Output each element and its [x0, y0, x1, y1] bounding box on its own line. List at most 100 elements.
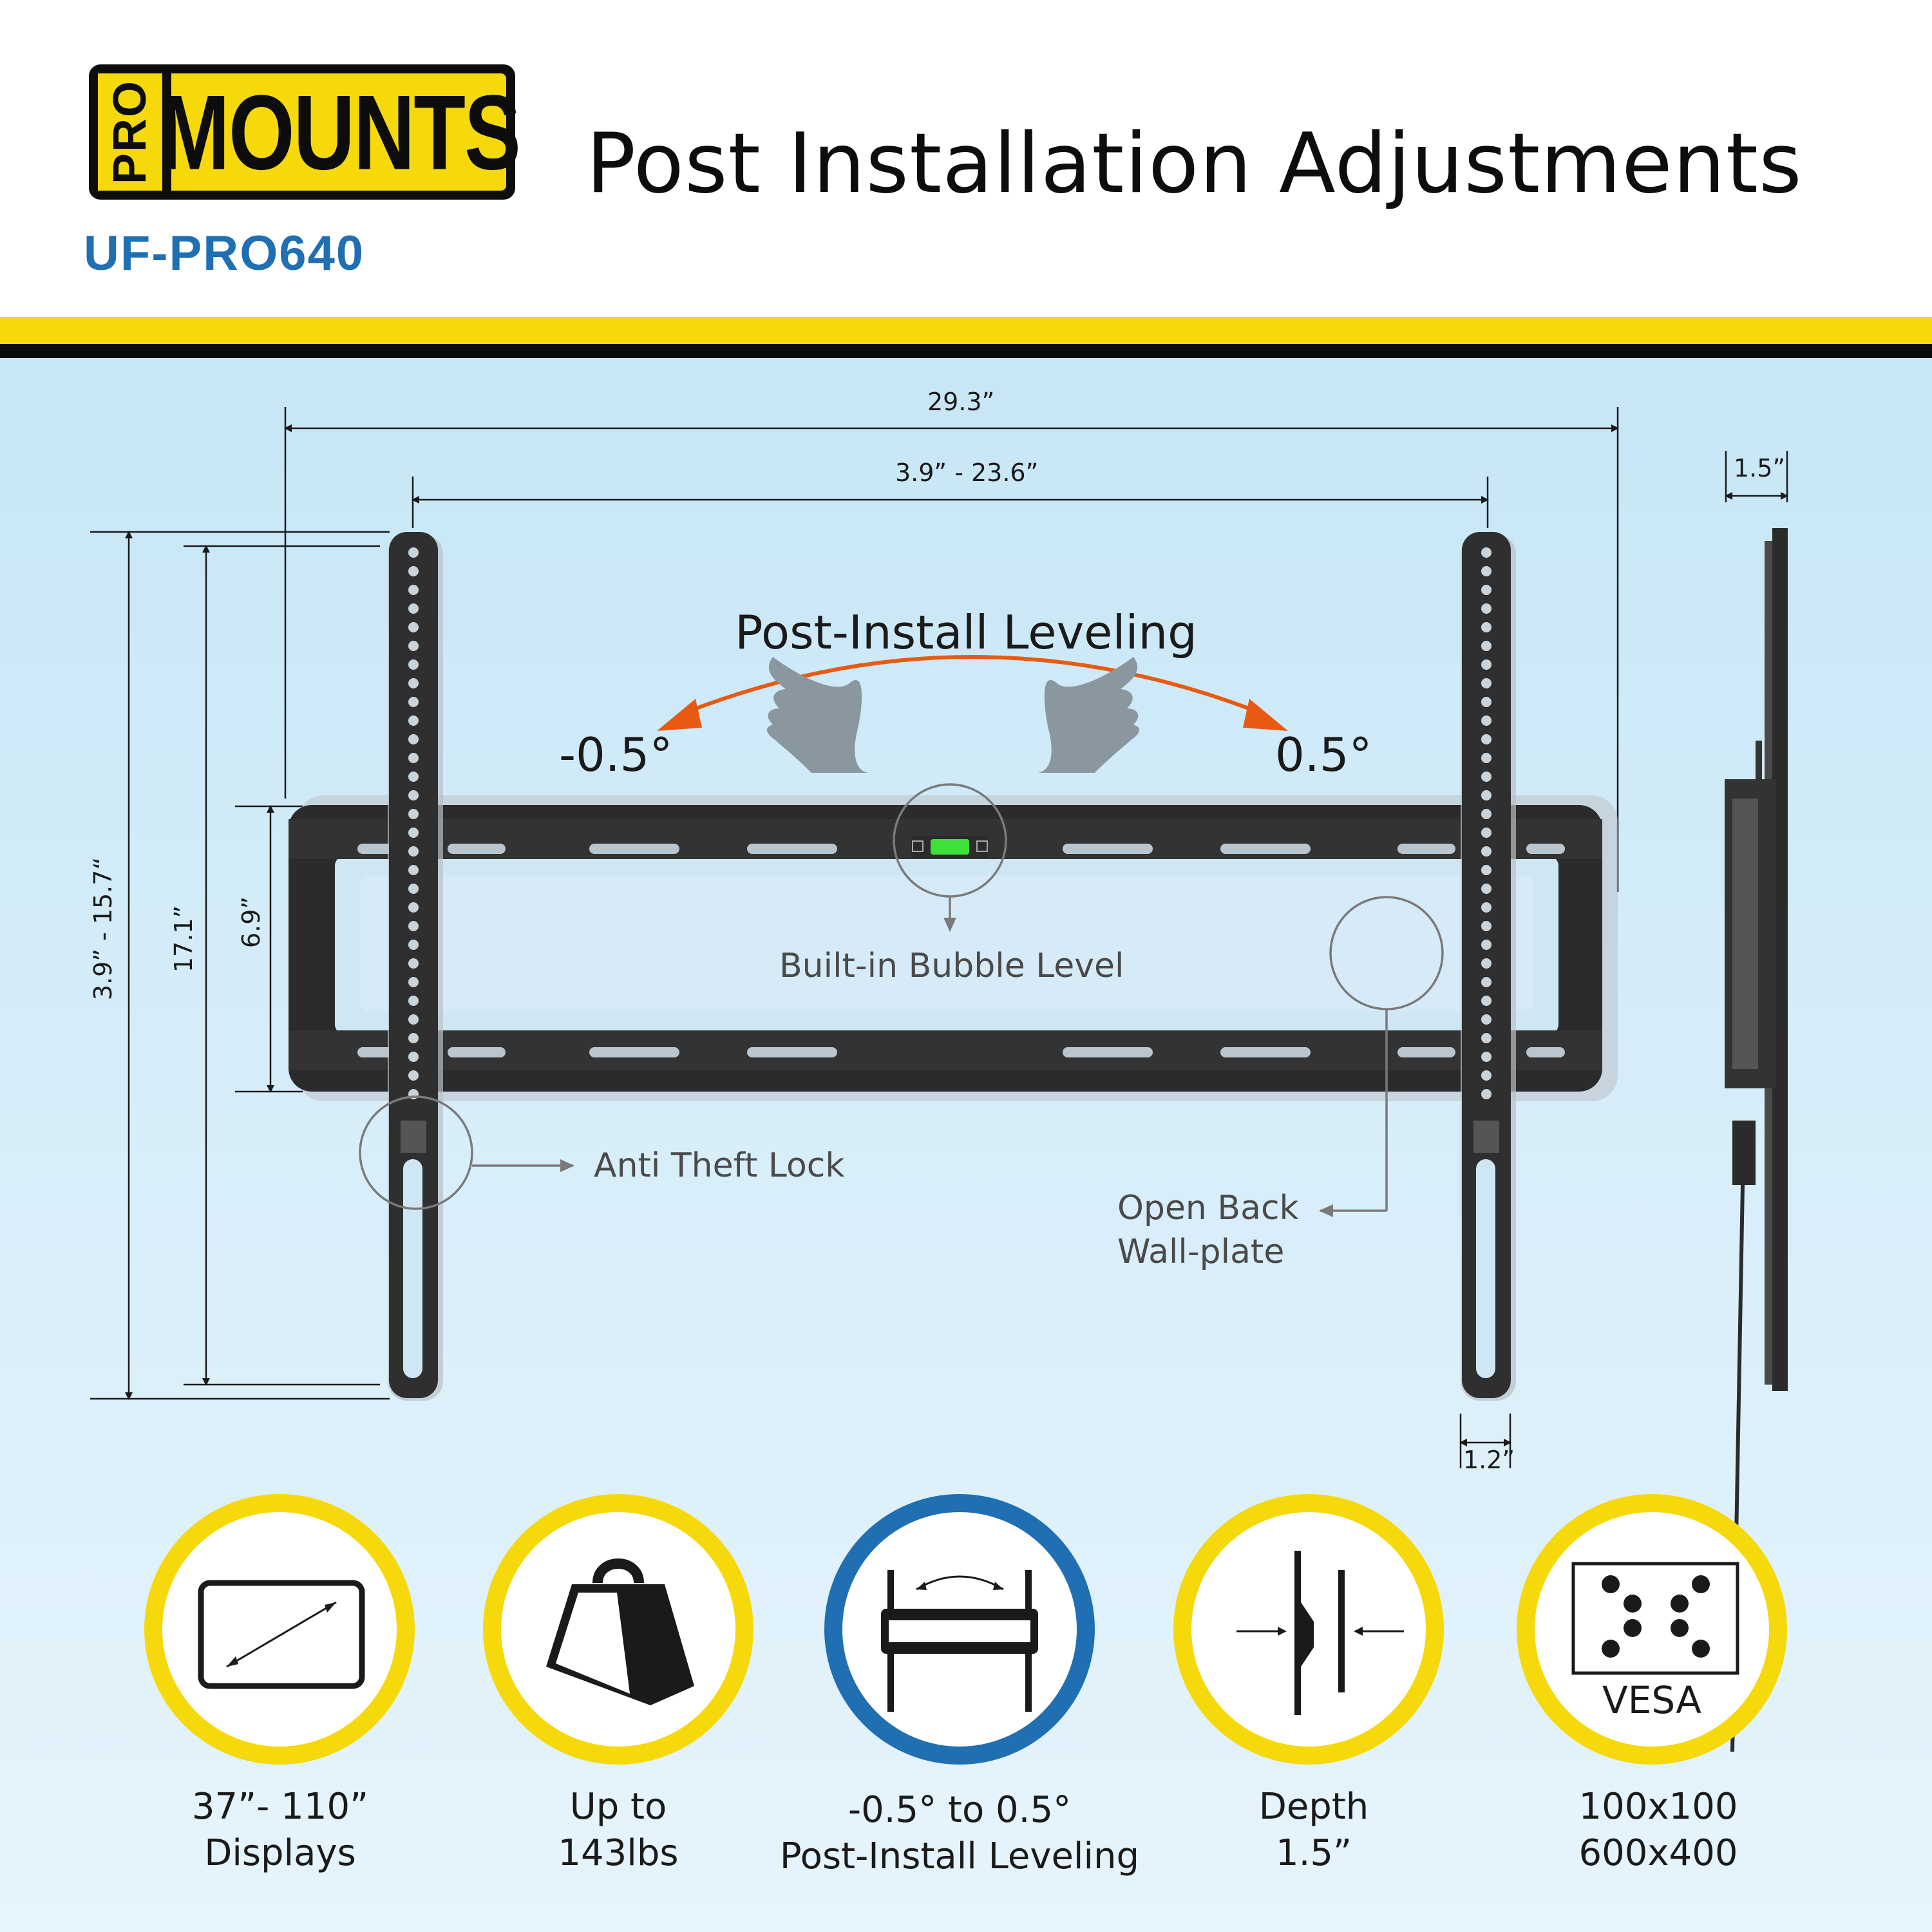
caption-line2: 600x400: [1578, 1832, 1738, 1874]
feature-vesa-inner: VESA: [1535, 1512, 1769, 1747]
arm-hole: [1481, 772, 1492, 782]
feature-caption-display: 37”- 110” Displays: [113, 1784, 448, 1877]
feature-leveling-inner: [842, 1512, 1077, 1747]
arm-hole: [1481, 1033, 1492, 1043]
arm-hole: [1481, 641, 1492, 651]
leveling-arc: [678, 655, 1267, 717]
vesa-badge-text: VESA: [1602, 1678, 1701, 1722]
feature-caption-vesa: 100x100 600x400: [1491, 1784, 1826, 1877]
arm-hole: [1481, 940, 1492, 950]
hand-right-icon: [1037, 657, 1140, 773]
arm-hole: [408, 547, 419, 558]
feature-weight-inner: [501, 1512, 735, 1747]
dim-wallplate-height: 6.9”: [237, 896, 265, 949]
caption-line1: 37”- 110”: [191, 1786, 369, 1828]
arm-hole: [1481, 734, 1492, 744]
feature-weight: [483, 1494, 753, 1765]
open-back-label-2: Wall-plate: [1117, 1233, 1285, 1271]
dim-arm-spacing: 3.9” - 23.6”: [895, 459, 1039, 487]
dim-vertical-range: 3.9” - 15.7“: [89, 857, 117, 1001]
logo-inner: PRO MOUNTS: [98, 73, 521, 191]
arm-hole: [1481, 603, 1492, 614]
arm-hole: [408, 940, 419, 950]
arm-hole: [408, 622, 419, 632]
caption-line1: Up to: [569, 1786, 667, 1828]
pro-mounts-logo: PRO MOUNTS: [89, 64, 521, 200]
arm-hole: [408, 772, 419, 782]
arm-hole: [1481, 902, 1492, 913]
leveling-title: Post-Install Leveling: [735, 605, 1197, 659]
feature-vesa: VESA: [1517, 1494, 1787, 1765]
caption-line1: 100x100: [1578, 1786, 1738, 1828]
arm-hole: [408, 641, 419, 651]
arm-hole: [408, 846, 419, 857]
arm-hole: [408, 585, 419, 595]
arm-holes: [408, 547, 1492, 1099]
arm-hole: [1481, 697, 1492, 707]
arm-hole: [1481, 585, 1492, 595]
arm-hole: [1481, 1089, 1492, 1099]
wall-plate: [289, 795, 1618, 1101]
feature-caption-leveling: -0.5° to 0.5° Post-Install Leveling: [766, 1787, 1153, 1880]
side-profile: [1725, 528, 1788, 1752]
header-stripe-black: [0, 344, 1932, 358]
caption-line2: Post-Install Leveling: [779, 1835, 1140, 1877]
depth-icon: [1236, 1551, 1404, 1715]
feature-display-size-inner: [162, 1512, 397, 1747]
arm-hole: [408, 996, 419, 1006]
arm-hole: [408, 790, 419, 800]
hand-left-icon: [766, 657, 869, 773]
bubble-level-label: Built-in Bubble Level: [779, 947, 1124, 985]
arm-hole: [1481, 996, 1492, 1006]
weight-icon: [546, 1558, 694, 1705]
arm-hole: [1481, 715, 1492, 726]
arm-hole: [1481, 622, 1492, 632]
dim-depth-side: 1.5”: [1734, 454, 1786, 482]
rail-slots: [357, 844, 1565, 1057]
caption-line1: Depth: [1258, 1786, 1369, 1828]
arm-hole: [408, 715, 419, 726]
arm-hole: [408, 678, 419, 688]
arm-hole: [1481, 846, 1492, 857]
dim-overall-width: 29.3”: [927, 388, 995, 416]
page-title: Post Installation Adjustments: [586, 116, 1803, 212]
arm-hole: [1481, 753, 1492, 763]
callout-lines: [359, 783, 1444, 1217]
arm-hole: [1481, 884, 1492, 894]
arm-hole: [408, 809, 419, 819]
arc-arrow-left: [657, 699, 702, 731]
logo-pro-box: PRO: [98, 73, 171, 191]
arm-hole: [408, 958, 419, 969]
arm-hole: [408, 1014, 419, 1025]
leveling-icon: [881, 1570, 1038, 1712]
arm-hole: [1481, 1014, 1492, 1025]
arm-hole: [408, 828, 419, 838]
feature-caption-weight: Up to 143lbs: [451, 1784, 786, 1877]
arm-hole: [1481, 809, 1492, 819]
model-number: UF-PRO640: [84, 226, 365, 281]
header-stripe-yellow: [0, 317, 1932, 344]
arm-hole: [1481, 566, 1492, 576]
dim-arm-width: 1.2”: [1463, 1446, 1515, 1474]
caption-line2: 1.5”: [1275, 1832, 1352, 1874]
bubble-level-icon: [911, 836, 989, 858]
arm-hole: [1481, 865, 1492, 875]
caption-line2: Displays: [204, 1832, 356, 1874]
logo-mounts-text: MOUNTS: [159, 73, 521, 191]
arm-hole: [1481, 828, 1492, 838]
arm-hole: [408, 921, 419, 931]
arm-hole: [1481, 1070, 1492, 1081]
vesa-icon: [1571, 1562, 1739, 1675]
anti-theft-label: Anti Theft Lock: [594, 1146, 845, 1185]
arm-hole: [408, 1070, 419, 1081]
feature-leveling: [824, 1494, 1095, 1765]
dim-arm-height: 17.1”: [169, 905, 198, 973]
arm-hole: [408, 1052, 419, 1062]
arm-hole: [1481, 921, 1492, 931]
feature-caption-depth: Depth 1.5”: [1146, 1784, 1481, 1877]
arm-hole: [1481, 547, 1492, 558]
feature-display-size: [144, 1494, 415, 1765]
arm-hole: [408, 865, 419, 875]
arm-hole: [408, 1033, 419, 1043]
